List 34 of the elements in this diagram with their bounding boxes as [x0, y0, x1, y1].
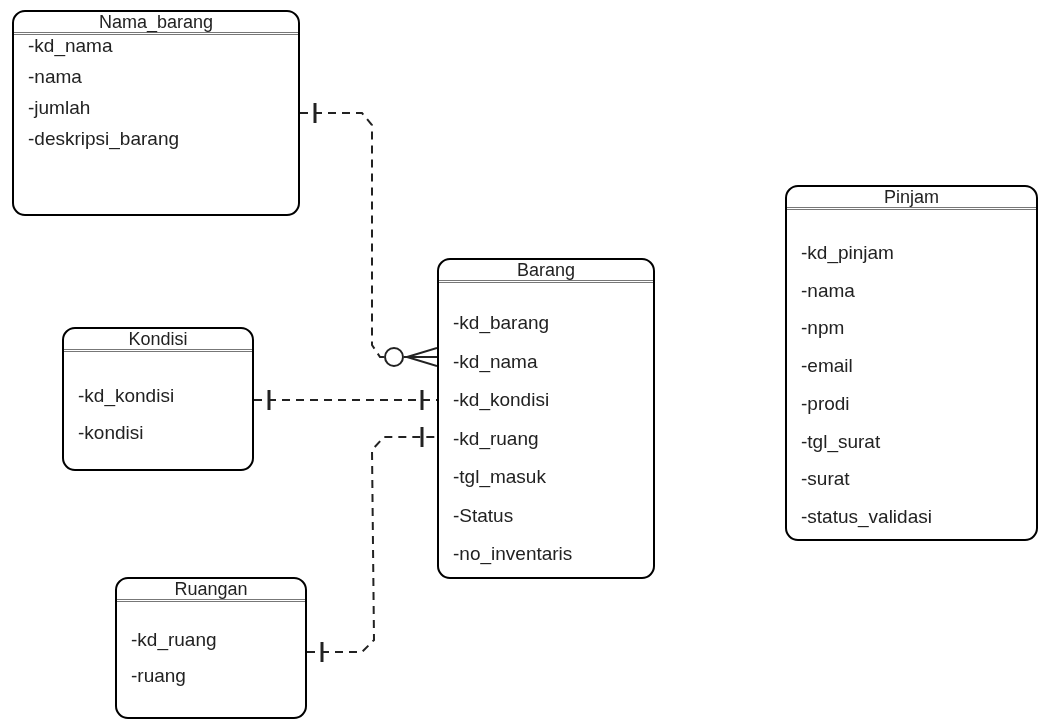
- attribute-name: -nama: [801, 279, 855, 301]
- entity-table: [437, 258, 655, 579]
- attribute-name: -kd_nama: [453, 350, 538, 372]
- attribute-name: -kd_ruang: [131, 629, 217, 650]
- attribute-name: -prodi: [801, 392, 850, 414]
- attribute-name: -email: [801, 355, 853, 377]
- attribute-name: -Status: [453, 504, 514, 526]
- entity-table: [12, 10, 300, 216]
- attribute-name: -status_validasi: [801, 505, 932, 527]
- entity-name: Nama_barang: [98, 12, 214, 32]
- entity-table: [785, 185, 1038, 541]
- attribute-name: -kd_pinjam: [801, 242, 894, 263]
- attribute-name: -ruang: [131, 665, 186, 686]
- attribute-name: -kd_kondisi: [453, 389, 550, 410]
- entity-name: Barang: [516, 260, 575, 280]
- attribute-name: -no_inventaris: [453, 543, 573, 564]
- attribute-name: -npm: [801, 317, 845, 339]
- entity-name: Pinjam: [884, 187, 939, 207]
- attribute-name: -kd_barang: [453, 312, 550, 333]
- entity-table: [115, 577, 307, 719]
- attribute-name: -kd_nama: [28, 35, 113, 56]
- attribute-name: -kd_kondisi: [78, 385, 175, 406]
- entity-name: Ruangan: [174, 579, 248, 599]
- attribute-name: -surat: [801, 468, 850, 490]
- attribute-name: -kd_ruang: [453, 427, 539, 449]
- attribute-name: -tgl_masuk: [453, 466, 546, 487]
- relationship-line: [299, 101, 438, 367]
- attribute-name: -kondisi: [78, 422, 144, 443]
- entity-table: [62, 327, 254, 471]
- attribute-name: -deskripsi_barang: [28, 128, 180, 149]
- entity-name: Kondisi: [128, 329, 188, 349]
- attribute-name: -jumlah: [28, 97, 91, 118]
- attribute-name: -nama: [28, 66, 82, 87]
- attribute-name: -tgl_surat: [801, 430, 881, 452]
